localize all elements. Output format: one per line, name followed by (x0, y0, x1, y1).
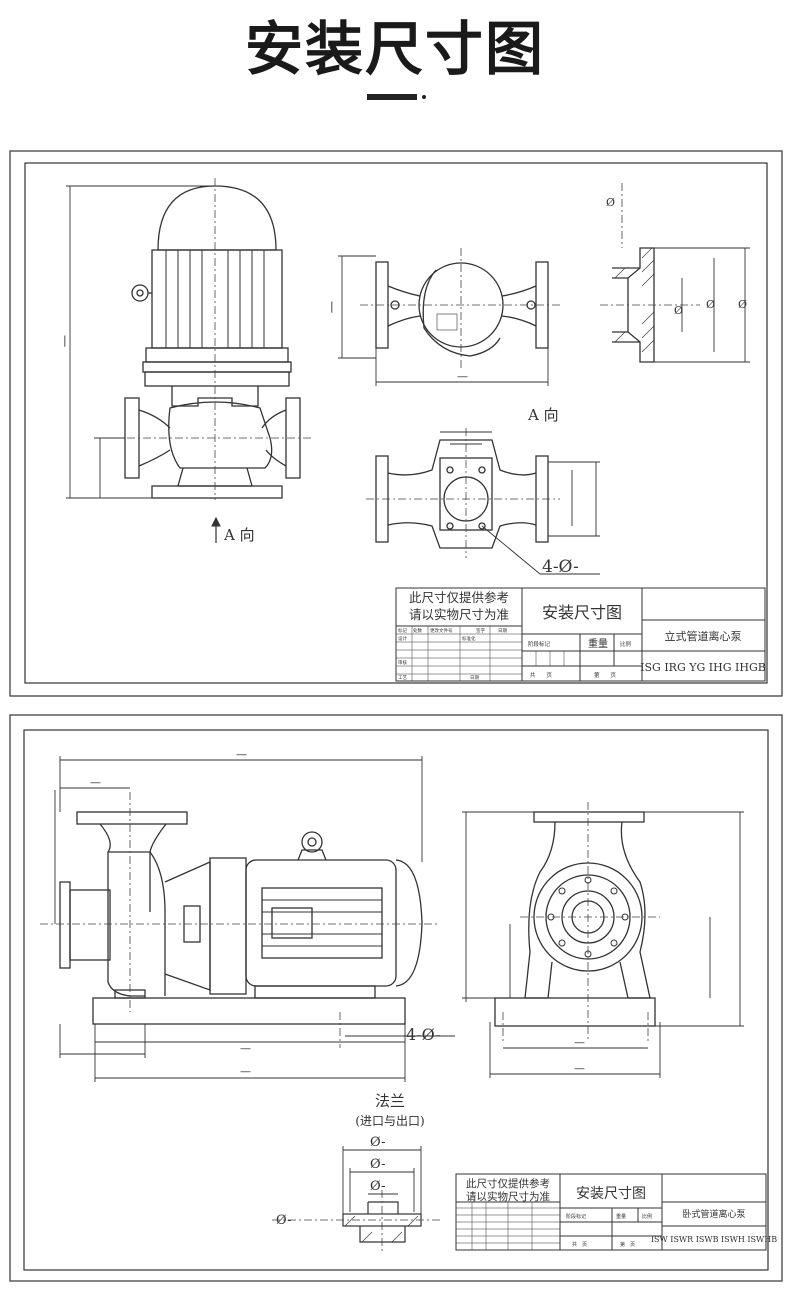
tb-sheet-no: 第 页 (594, 671, 617, 679)
flange-dim-2: Ø- (370, 1157, 386, 1172)
vertical-pump-top-view (375, 261, 549, 357)
dim-flange-d1: Ø (674, 304, 683, 317)
tb-date: 日期 (470, 675, 479, 681)
dim-base-b: — (240, 1065, 251, 1078)
title-dot (422, 95, 426, 99)
dim-overall-length: — (236, 748, 247, 761)
dim-top-height: | (330, 300, 334, 314)
tb-sheets-total: 共 页 (530, 671, 553, 679)
tb-weight-label: 重量 (588, 637, 608, 650)
flange-subtitle: (进口与出口) (355, 1114, 424, 1128)
outer-frame (9, 150, 783, 697)
tb-standard: 标准化 (462, 635, 476, 642)
tb2-pump-type: 卧式管道离心泵 (682, 1208, 745, 1220)
inner-frame-2 (23, 729, 769, 1271)
flange-dim-4: Ø- (276, 1213, 292, 1228)
tb2-sheet-no: 第 页 (620, 1241, 635, 1248)
view-label-a-main: A 向 (223, 526, 255, 544)
vertical-pump-a-view (375, 439, 549, 549)
outer-frame-2 (9, 714, 783, 1282)
dim-top-width: — (457, 370, 468, 383)
tb-pump-type: 立式管道离心泵 (665, 629, 742, 643)
flange-dim-1: Ø- (370, 1135, 386, 1150)
tb2-scale-label: 比例 (642, 1213, 652, 1220)
dim-outlet-offset: — (90, 776, 101, 789)
dim-flange-d3: Ø (738, 298, 747, 311)
inner-frame (24, 162, 768, 684)
tb2-drawing-name: 安装尺寸图 (576, 1186, 646, 1202)
tb2-stage-label: 阶段标记 (566, 1213, 586, 1220)
tb-small-date: 日期 (498, 628, 507, 634)
tb2-weight-label: 重量 (616, 1213, 626, 1220)
tb-stage-label: 阶段标记 (528, 640, 551, 648)
tb-small-change: 更改文件号 (430, 627, 453, 634)
view-label-a-side: A 向 (527, 406, 559, 424)
vertical-pump-drawing: | A 向 | — (9, 150, 783, 697)
vertical-pump-elevation (124, 185, 301, 499)
tb2-sheets-total: 共 页 (572, 1241, 587, 1248)
tb-drawing-name: 安装尺寸图 (542, 603, 622, 622)
horizontal-pump-elevation (59, 811, 423, 1025)
bolt-callout-vertical: 4-Ø- (542, 557, 579, 577)
tb-review: 审核 (398, 659, 407, 666)
tb-small-mark: 标记 (398, 627, 407, 634)
horizontal-pump-end-view (494, 811, 656, 1027)
page-title: 安装尺寸图 (244, 15, 545, 83)
title-block-horizontal (455, 1173, 767, 1251)
dim-base-a: — (240, 1042, 251, 1055)
dim-flange-thickness: Ø (606, 196, 615, 209)
dim-height: | (63, 334, 67, 348)
tb-models: ISG IRG YG IHG IHGB (640, 661, 766, 674)
tb-scale-label: 比例 (620, 640, 632, 648)
bolt-callout-horizontal: 4-Ø- (406, 1025, 441, 1044)
flange-dim-3: Ø- (370, 1179, 386, 1194)
tb-note-line1: 此尺寸仅提供参考 (409, 590, 509, 605)
tb2-models: ISW ISWR ISWB ISWH ISWHB (651, 1235, 777, 1244)
flange-title: 法兰 (375, 1092, 405, 1110)
tb-note-line2: 请以实物尺寸为准 (409, 607, 509, 622)
dim-foot-spacing: — (574, 1036, 585, 1049)
tb2-note-line2: 请以实物尺寸为准 (466, 1190, 550, 1203)
tb-process: 工艺 (398, 675, 407, 681)
tb-small-sign: 签字 (476, 627, 485, 634)
dim-base-width: — (574, 1062, 585, 1075)
tb-design: 设计 (398, 635, 407, 642)
dim-flange-d2: Ø (706, 298, 715, 311)
tb-small-count: 处数 (413, 627, 422, 634)
title-block-vertical (395, 587, 766, 682)
tb2-note-line1: 此尺寸仅提供参考 (466, 1177, 550, 1190)
title-underline (367, 94, 417, 100)
horizontal-pump-drawing: — — — — 4-Ø- — — 法兰 (进口与出口) (9, 714, 783, 1282)
